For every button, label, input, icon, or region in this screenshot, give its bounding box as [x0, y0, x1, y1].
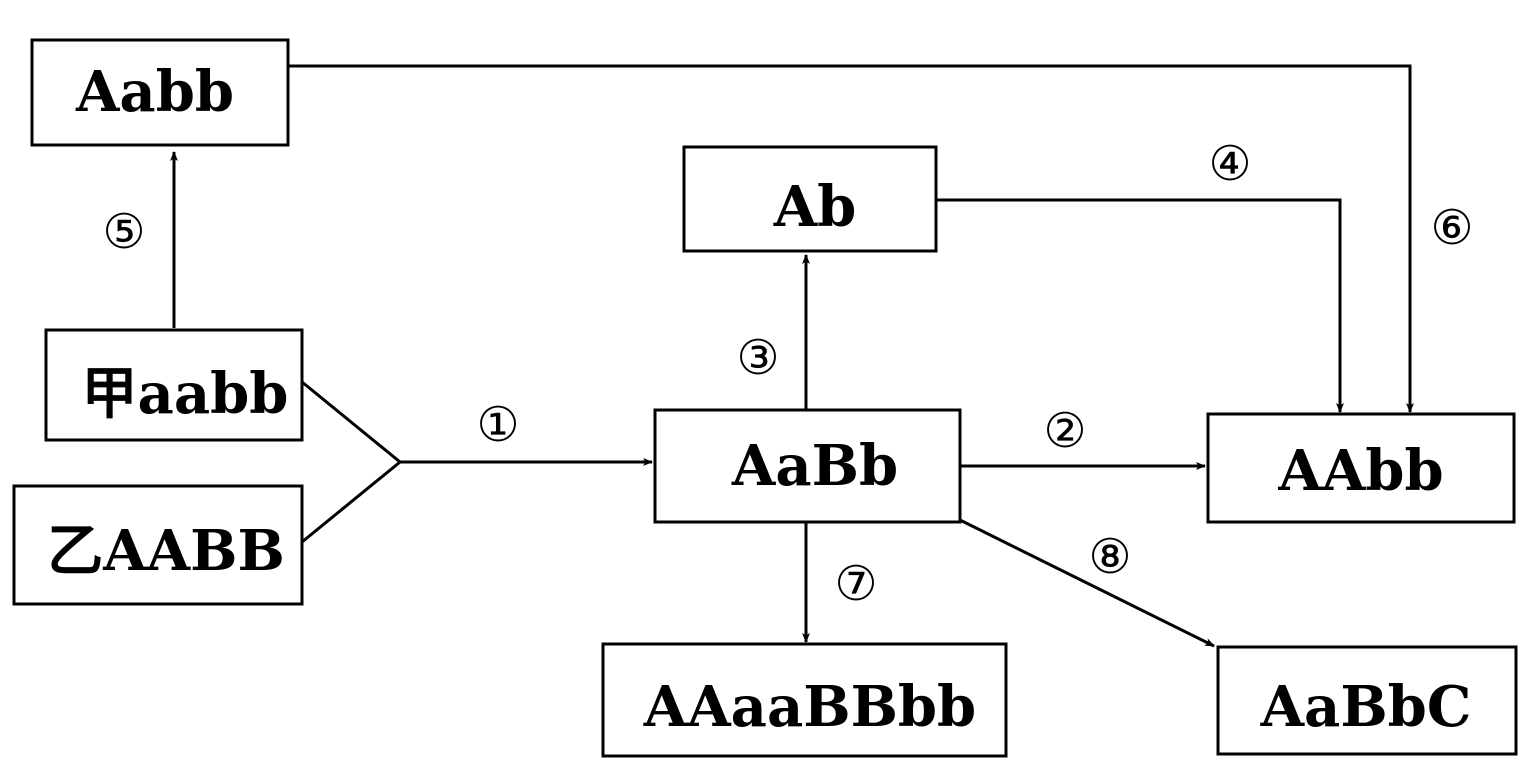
box-transgenic: AaBbC	[1216, 645, 1518, 756]
arrow-8	[959, 518, 1215, 648]
box-yi: 乙AABB	[12, 484, 304, 606]
box-aabb-pure: AAbb	[1206, 412, 1516, 524]
box-jia: 甲aabb	[44, 328, 304, 442]
box-aabb-pure-label: AAbb	[1277, 438, 1443, 504]
step-7-label: ⑦	[834, 556, 877, 612]
step-2-label: ②	[1043, 403, 1086, 459]
arrow-6	[288, 64, 1414, 413]
box-f1-label: AaBb	[731, 433, 898, 499]
box-f1: AaBb	[653, 408, 962, 524]
step-5-label: ⑤	[102, 204, 145, 260]
box-aabb-top: Aabb	[30, 38, 290, 147]
box-transgenic-label: AaBbC	[1260, 674, 1472, 740]
box-aabb-top-label: Aabb	[75, 59, 234, 125]
box-ab: Ab	[682, 145, 938, 253]
arrow-4	[936, 198, 1344, 413]
step-4-label: ④	[1208, 136, 1251, 192]
box-tetraploid: AAaaBBbb	[601, 642, 1008, 758]
cross-converge-line	[301, 380, 403, 544]
box-yi-label: 乙AABB	[47, 518, 285, 584]
box-ab-label: Ab	[773, 174, 857, 240]
step-8-label: ⑧	[1088, 529, 1131, 585]
box-jia-label: 甲aabb	[82, 361, 289, 427]
box-tetraploid-label: AAaaBBbb	[643, 674, 976, 740]
step-6-label: ⑥	[1430, 200, 1473, 256]
step-1-label: ①	[476, 397, 519, 453]
step-3-label: ③	[736, 330, 779, 386]
